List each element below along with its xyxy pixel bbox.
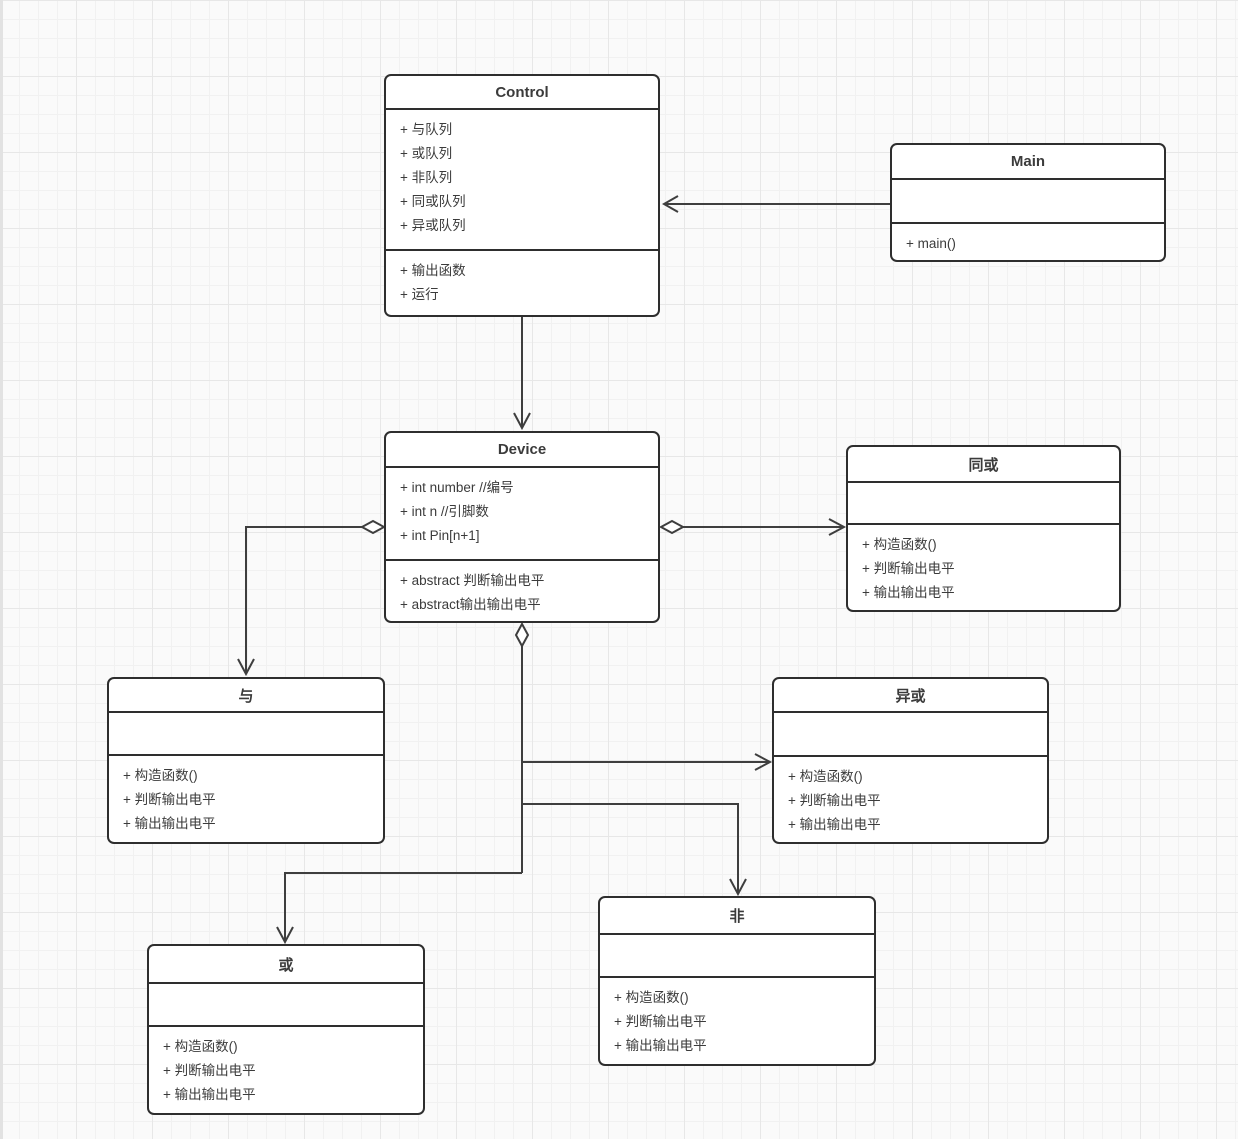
aggregation-diamond — [359, 519, 387, 535]
class-control[interactable]: Control + 与队列 + 或队列 + 非队列 + 同或队列 + 异或队列 … — [384, 74, 660, 317]
connector-device-to-not[interactable] — [522, 803, 747, 897]
class-not-methods: + 构造函数() + 判断输出电平 + 输出输出电平 — [600, 976, 874, 1064]
open-arrowhead — [828, 518, 847, 536]
open-arrowhead — [276, 926, 294, 945]
attribute-row: + int number //编号 — [400, 480, 514, 495]
class-device-attributes: + int number //编号 + int n //引脚数 + int Pi… — [386, 468, 658, 559]
method-row: + abstract 判断输出电平 — [400, 573, 545, 588]
class-control-attributes: + 与队列 + 或队列 + 非队列 + 同或队列 + 异或队列 — [386, 110, 658, 249]
attribute-row: + 异或队列 — [400, 218, 466, 233]
attribute-row: + 与队列 — [400, 122, 453, 137]
class-device-title: Device — [386, 433, 658, 468]
class-xnor-title: 同或 — [848, 447, 1119, 483]
attribute-row: + 同或队列 — [400, 194, 466, 209]
class-not-attributes — [600, 935, 874, 976]
method-row: + 构造函数() — [163, 1039, 238, 1054]
method-row: + 输出输出电平 — [862, 585, 955, 600]
class-not-title: 非 — [600, 898, 874, 935]
class-or-title: 或 — [149, 946, 423, 984]
method-row: + 运行 — [400, 287, 439, 302]
open-arrowhead — [729, 878, 747, 897]
open-arrowhead — [513, 412, 531, 431]
aggregation-diamond — [658, 519, 686, 535]
class-control-title: Control — [386, 76, 658, 110]
connector-line — [522, 803, 739, 892]
canvas-left-edge — [0, 0, 3, 1139]
class-xor[interactable]: 异或 + 构造函数() + 判断输出电平 + 输出输出电平 — [772, 677, 1049, 844]
attribute-row: + int n //引脚数 — [400, 504, 489, 519]
class-or-attributes — [149, 984, 423, 1025]
class-main-attributes — [892, 180, 1164, 222]
attribute-row: + 或队列 — [400, 146, 453, 161]
connector-device-bottom-trunk[interactable] — [514, 621, 530, 873]
class-not[interactable]: 非 + 构造函数() + 判断输出电平 + 输出输出电平 — [598, 896, 876, 1066]
method-row: + 构造函数() — [123, 768, 198, 783]
class-xor-attributes — [774, 713, 1047, 755]
class-or[interactable]: 或 + 构造函数() + 判断输出电平 + 输出输出电平 — [147, 944, 425, 1115]
class-xor-methods: + 构造函数() + 判断输出电平 + 输出输出电平 — [774, 755, 1047, 842]
open-arrowhead — [754, 753, 773, 771]
class-xor-title: 异或 — [774, 679, 1047, 713]
class-device-methods: + abstract 判断输出电平 + abstract输出输出电平 — [386, 559, 658, 621]
connector-device-to-and[interactable] — [237, 519, 387, 677]
connector-main-to-control[interactable] — [661, 195, 890, 213]
class-xnor-attributes — [848, 483, 1119, 523]
attribute-row: + int Pin[n+1] — [400, 528, 480, 543]
method-row: + 判断输出电平 — [862, 561, 955, 576]
connector-device-to-or[interactable] — [276, 872, 522, 945]
method-row: + abstract输出输出电平 — [400, 597, 541, 612]
class-or-methods: + 构造函数() + 判断输出电平 + 输出输出电平 — [149, 1025, 423, 1113]
method-row: + 构造函数() — [788, 769, 863, 784]
method-row: + 输出输出电平 — [123, 816, 216, 831]
method-row: + 输出输出电平 — [163, 1087, 256, 1102]
method-row: + 输出输出电平 — [788, 817, 881, 832]
method-row: + 构造函数() — [862, 537, 937, 552]
class-and-methods: + 构造函数() + 判断输出电平 + 输出输出电平 — [109, 754, 383, 842]
class-main[interactable]: Main + main() — [890, 143, 1166, 262]
method-row: + 判断输出电平 — [163, 1063, 256, 1078]
open-arrowhead — [661, 195, 679, 213]
aggregation-diamond — [514, 621, 530, 649]
class-and-attributes — [109, 713, 383, 754]
connector-line — [284, 872, 522, 940]
open-arrowhead — [237, 658, 255, 677]
class-device[interactable]: Device + int number //编号 + int n //引脚数 +… — [384, 431, 660, 623]
class-control-methods: + 输出函数 + 运行 — [386, 249, 658, 315]
method-row: + 构造函数() — [614, 990, 689, 1005]
class-and-title: 与 — [109, 679, 383, 713]
method-row: + main() — [906, 236, 956, 251]
class-main-title: Main — [892, 145, 1164, 180]
class-main-methods: + main() — [892, 222, 1164, 260]
connector-device-to-xor[interactable] — [522, 753, 773, 771]
connector-control-to-device[interactable] — [513, 316, 531, 431]
method-row: + 输出输出电平 — [614, 1038, 707, 1053]
method-row: + 判断输出电平 — [123, 792, 216, 807]
method-row: + 判断输出电平 — [788, 793, 881, 808]
class-and[interactable]: 与 + 构造函数() + 判断输出电平 + 输出输出电平 — [107, 677, 385, 844]
connector-device-to-xnor[interactable] — [658, 518, 847, 536]
attribute-row: + 非队列 — [400, 170, 453, 185]
method-row: + 输出函数 — [400, 263, 466, 278]
class-xnor[interactable]: 同或 + 构造函数() + 判断输出电平 + 输出输出电平 — [846, 445, 1121, 612]
class-xnor-methods: + 构造函数() + 判断输出电平 + 输出输出电平 — [848, 523, 1119, 610]
connector-line — [245, 526, 362, 672]
method-row: + 判断输出电平 — [614, 1014, 707, 1029]
